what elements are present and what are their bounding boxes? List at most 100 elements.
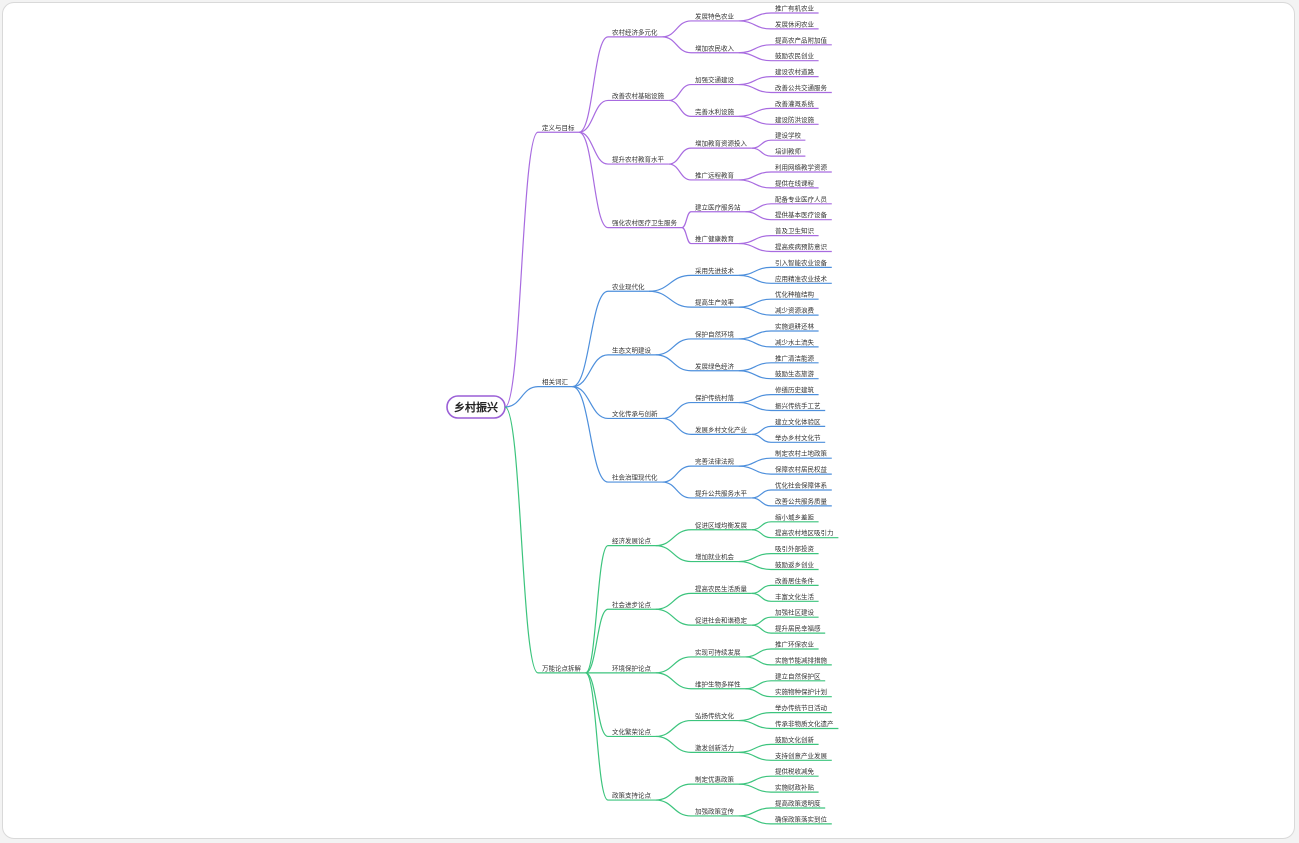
topic-node-level-4[interactable]: 提高政策透明度 xyxy=(738,799,826,817)
topic-node-level-4[interactable]: 提供在线课程 xyxy=(738,178,819,189)
topic-node-level-4[interactable]: 改善公共服务质量 xyxy=(751,496,832,507)
topic-node-level-2[interactable]: 经济发展论点促进区域均衡发展缩小城乡差距提高农村地区吸引力增加就业机会吸引外部投… xyxy=(585,512,839,674)
node-label[interactable]: 建设防洪设施 xyxy=(775,115,815,124)
node-label[interactable]: 推广有机农业 xyxy=(775,4,815,13)
topic-node-level-2[interactable]: 文化繁荣论点弘扬传统文化举办传统节日活动传承非物质文化遗产激发创新活力鼓励文化创… xyxy=(585,672,839,761)
node-label[interactable]: 完善水利设施 xyxy=(695,107,735,116)
node-label[interactable]: 增加教育资源投入 xyxy=(695,139,748,148)
node-label[interactable]: 农村经济多元化 xyxy=(612,27,658,36)
topic-node-level-4[interactable]: 配备专业医疗人员 xyxy=(745,194,832,213)
node-label[interactable]: 优化社会保障体系 xyxy=(775,481,828,490)
topic-node-level-4[interactable]: 改善公共交通服务 xyxy=(738,83,832,94)
node-label[interactable]: 社会进步论点 xyxy=(612,600,652,609)
node-label[interactable]: 文化繁荣论点 xyxy=(612,727,652,736)
topic-node-level-4[interactable]: 提供基本医疗设备 xyxy=(745,210,832,221)
node-label[interactable]: 推广远程教育 xyxy=(695,170,735,179)
topic-node-level-1[interactable]: 相关词汇农业现代化采用先进技术引入智能农业设备应用精准农业技术提高生产效率优化种… xyxy=(504,258,832,507)
topic-node-level-4[interactable]: 丰富文化生活 xyxy=(751,592,819,602)
node-label[interactable]: 鼓励生态旅游 xyxy=(775,369,815,378)
node-label[interactable]: 发展绿色经济 xyxy=(695,361,735,370)
node-label[interactable]: 鼓励农民创业 xyxy=(775,51,815,60)
node-label[interactable]: 提高生产效率 xyxy=(695,298,735,307)
topic-node-level-4[interactable]: 实施节能减排措施 xyxy=(745,655,832,666)
node-label[interactable]: 保护自然环境 xyxy=(695,329,735,338)
topic-node-level-4[interactable]: 实施物种保护计划 xyxy=(745,687,832,698)
topic-node-level-2[interactable]: 农业现代化采用先进技术引入智能农业设备应用精准农业技术提高生产效率优化种植结构减… xyxy=(572,258,832,388)
node-label[interactable]: 改善农村基础设施 xyxy=(612,91,665,100)
topic-node-level-4[interactable]: 提供税收减免 xyxy=(738,767,819,785)
node-label[interactable]: 经济发展论点 xyxy=(612,536,652,545)
node-label[interactable]: 加强政策宣传 xyxy=(695,806,735,815)
node-label[interactable]: 建立医疗服务站 xyxy=(695,202,741,211)
node-label[interactable]: 支持创意产业发展 xyxy=(775,751,828,760)
node-label[interactable]: 制定优惠政策 xyxy=(695,775,735,784)
topic-node-level-4[interactable]: 建设防洪设施 xyxy=(738,115,819,125)
node-label[interactable]: 实施节能减排措施 xyxy=(775,655,828,664)
topic-node-level-4[interactable]: 应用精准农业技术 xyxy=(738,274,832,284)
node-label[interactable]: 建设农村道路 xyxy=(775,67,815,76)
topic-node-level-4[interactable]: 制定农村土地政策 xyxy=(738,449,832,467)
node-label[interactable]: 提高农产品附加值 xyxy=(775,35,828,44)
node-label[interactable]: 传承非物质文化遗产 xyxy=(775,719,834,728)
topic-node-level-4[interactable]: 鼓励返乡创业 xyxy=(738,560,819,571)
node-label[interactable]: 建立自然保护区 xyxy=(775,671,821,680)
topic-node-level-4[interactable]: 推广环保农业 xyxy=(745,640,819,658)
topic-node-level-2[interactable]: 生态文明建设保护自然环境实施退耕还林减少水土流失发展绿色经济推广清洁能源鼓励生态… xyxy=(572,322,819,388)
node-label[interactable]: 改善灌溉系统 xyxy=(775,99,815,108)
node-label[interactable]: 发展乡村文化产业 xyxy=(695,425,748,434)
topic-node-level-4[interactable]: 推广有机农业 xyxy=(738,4,819,22)
node-label[interactable]: 加强社区建设 xyxy=(775,608,815,617)
node-label[interactable]: 加强交通建设 xyxy=(695,75,735,84)
node-label[interactable]: 社会治理现代化 xyxy=(612,473,658,482)
node-label[interactable]: 改善公共服务质量 xyxy=(775,496,828,505)
topic-node-level-4[interactable]: 优化社会保障体系 xyxy=(751,481,832,499)
node-label[interactable]: 改善居住条件 xyxy=(775,576,815,585)
node-label[interactable]: 采用先进技术 xyxy=(695,266,735,275)
node-label[interactable]: 推广清洁能源 xyxy=(775,353,815,362)
topic-node-level-4[interactable]: 修缮历史建筑 xyxy=(738,385,819,404)
node-label[interactable]: 实现可持续发展 xyxy=(695,647,741,656)
node-label[interactable]: 利用网络教学资源 xyxy=(775,163,828,172)
topic-node-level-4[interactable]: 建立文化体验区 xyxy=(751,417,826,435)
topic-node-level-4[interactable]: 加强社区建设 xyxy=(751,608,819,626)
node-label[interactable]: 提升公共服务水平 xyxy=(695,488,748,497)
topic-node-level-4[interactable]: 实施财政补贴 xyxy=(738,783,819,793)
topic-node-level-4[interactable]: 吸引外部投资 xyxy=(738,544,819,563)
topic-node-level-4[interactable]: 提高农村地区吸引力 xyxy=(751,528,839,539)
topic-node-level-4[interactable]: 保障农村居民权益 xyxy=(738,465,832,475)
node-label[interactable]: 发展休闲农业 xyxy=(775,19,815,28)
node-label[interactable]: 激发创新活力 xyxy=(695,743,734,752)
node-label[interactable]: 制定农村土地政策 xyxy=(775,449,828,458)
node-label[interactable]: 建设学校 xyxy=(775,131,802,140)
node-label[interactable]: 保障农村居民权益 xyxy=(775,465,828,474)
node-label[interactable]: 实施退耕还林 xyxy=(775,322,815,331)
node-label[interactable]: 丰富文化生活 xyxy=(775,592,815,601)
topic-node-level-4[interactable]: 鼓励文化创新 xyxy=(738,735,819,753)
node-label[interactable]: 文化传承与创新 xyxy=(612,409,658,418)
topic-node-level-4[interactable]: 提高农产品附加值 xyxy=(738,35,832,54)
node-label[interactable]: 推广环保农业 xyxy=(775,640,815,649)
node-label[interactable]: 配备专业医疗人员 xyxy=(775,194,828,203)
topic-node-level-4[interactable]: 缩小城乡差距 xyxy=(751,512,819,531)
topic-node-level-4[interactable]: 鼓励生态旅游 xyxy=(738,369,819,380)
topic-node-level-2[interactable]: 提升农村教育水平增加教育资源投入建设学校培训教师推广远程教育利用网络教学资源提供… xyxy=(578,131,832,189)
node-label[interactable]: 促进社会和谐稳定 xyxy=(695,616,748,625)
node-label[interactable]: 定义与目标 xyxy=(542,123,575,132)
node-label[interactable]: 提供税收减免 xyxy=(775,767,815,776)
topic-node-level-4[interactable]: 减少水土流失 xyxy=(738,337,819,348)
node-label[interactable]: 修缮历史建筑 xyxy=(775,385,815,394)
